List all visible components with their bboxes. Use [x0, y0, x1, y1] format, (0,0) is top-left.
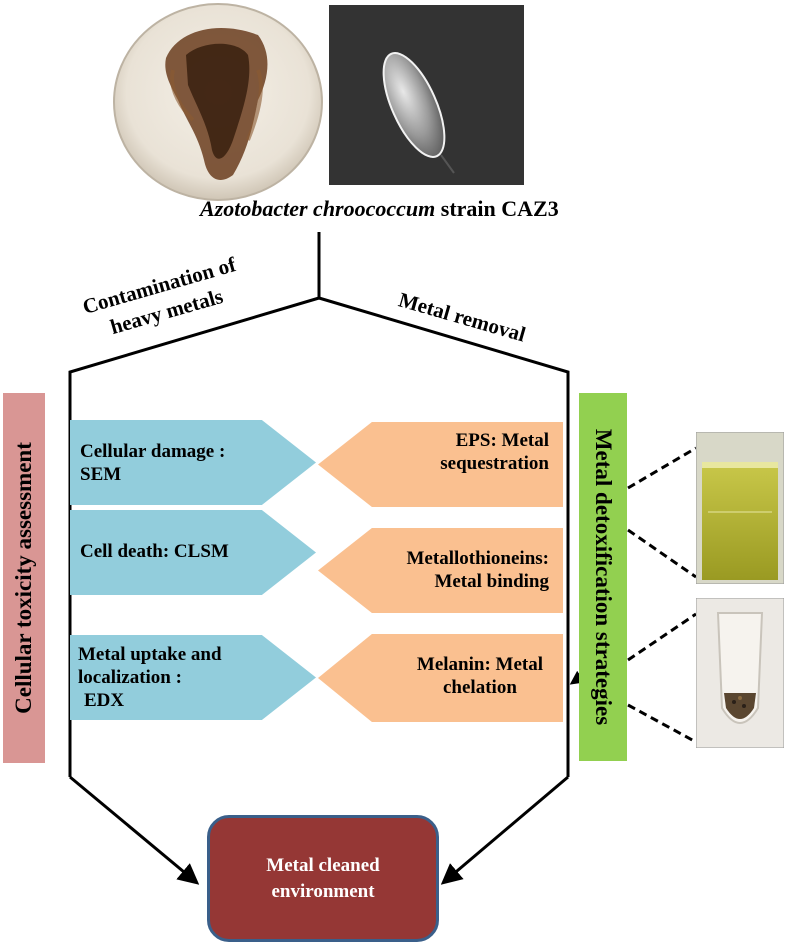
organism-caption: Azotobacter chroococcum strain CAZ3	[200, 196, 600, 222]
outcome-line-2: environment	[271, 880, 375, 902]
detoxification-label: Metal detoxification strategies	[591, 428, 616, 726]
toxicity-step-2: Cell death: CLSM	[70, 510, 316, 595]
melanin-tube-photo	[696, 598, 784, 748]
organism-name: Azotobacter chroococcum	[200, 196, 436, 221]
right-converge-arrow	[440, 775, 569, 885]
strain-label: strain CAZ3	[440, 196, 559, 221]
outcome-line-1: Metal cleaned	[266, 854, 380, 876]
toxicity-assessment-panel: Cellular toxicity assessment	[3, 393, 45, 763]
left-converge-arrow	[69, 775, 200, 885]
detoxification-panel: Metal detoxification strategies	[579, 393, 627, 761]
dash-line-4	[627, 703, 697, 744]
detox-step-2: Metallothioneins:Metal binding	[318, 528, 563, 613]
dash-line-1	[627, 446, 697, 490]
toxicity-step-1: Cellular damage :SEM	[70, 420, 316, 505]
sem-micrograph	[329, 5, 524, 185]
dash-line-2	[627, 528, 697, 579]
colony-photo	[113, 3, 323, 201]
outcome-box: Metal cleaned environment	[207, 815, 439, 942]
eps-vial-photo	[696, 432, 784, 584]
dash-line-3	[627, 612, 697, 662]
toxicity-assessment-label: Cellular toxicity assessment	[11, 442, 36, 714]
